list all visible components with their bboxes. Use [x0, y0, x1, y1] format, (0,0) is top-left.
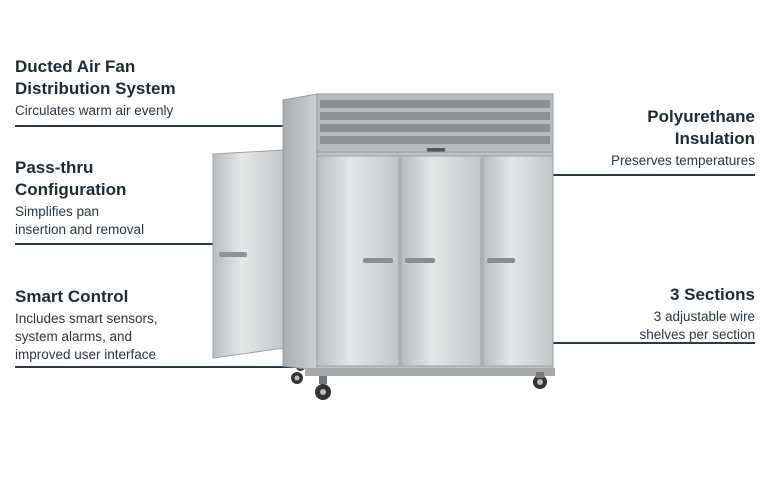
- callout-pass-thru: Pass-thru Configuration Simplifies pan i…: [15, 157, 144, 239]
- callout-sections-desc-2: shelves per section: [639, 327, 755, 342]
- callout-smart-desc-3: improved user interface: [15, 347, 157, 362]
- callout-passthru-title-2: Configuration: [15, 180, 127, 199]
- air-duct-louvers: [316, 93, 554, 153]
- callout-ducted-title-1: Ducted Air Fan: [15, 57, 136, 76]
- callout-smart-desc-1: Includes smart sensors,: [15, 311, 158, 326]
- door-middle: [400, 155, 482, 367]
- callout-polyurethane: Polyurethane Insulation Preserves temper…: [611, 106, 755, 170]
- callout-passthru-title-1: Pass-thru: [15, 158, 94, 177]
- door-left: [316, 155, 400, 367]
- callout-smart-desc-2: system alarms, and: [15, 329, 133, 344]
- callout-insulation-title-2: Insulation: [674, 129, 755, 148]
- leader-line-passthru: [15, 243, 297, 245]
- callout-passthru-desc-1: Simplifies pan: [15, 204, 100, 219]
- callout-sections-desc-1: 3 adjustable wire: [653, 309, 755, 324]
- leader-line-ducted: [15, 125, 297, 127]
- callout-ducted-desc: Circulates warm air evenly: [15, 103, 174, 118]
- callout-ducted-air: Ducted Air Fan Distribution System Circu…: [15, 56, 176, 120]
- callout-3-sections: 3 Sections 3 adjustable wire shelves per…: [639, 284, 755, 344]
- leader-line-insulation: [512, 174, 755, 176]
- leader-line-smart: [15, 366, 297, 368]
- leader-line-sections: [512, 342, 755, 344]
- caster-wheels: [291, 372, 547, 400]
- door-right: [482, 155, 554, 367]
- callout-smart-control: Smart Control Includes smart sensors, sy…: [15, 286, 158, 364]
- callout-insulation-title-1: Polyurethane: [647, 107, 755, 126]
- callout-sections-title: 3 Sections: [669, 285, 755, 304]
- rear-open-door: [212, 149, 286, 359]
- callout-insulation-desc: Preserves temperatures: [610, 153, 755, 168]
- warming-cabinet-image: [212, 93, 555, 400]
- callout-ducted-title-2: Distribution System: [15, 79, 176, 98]
- callout-smart-title: Smart Control: [15, 287, 129, 306]
- callout-passthru-desc-2: insertion and removal: [15, 222, 145, 237]
